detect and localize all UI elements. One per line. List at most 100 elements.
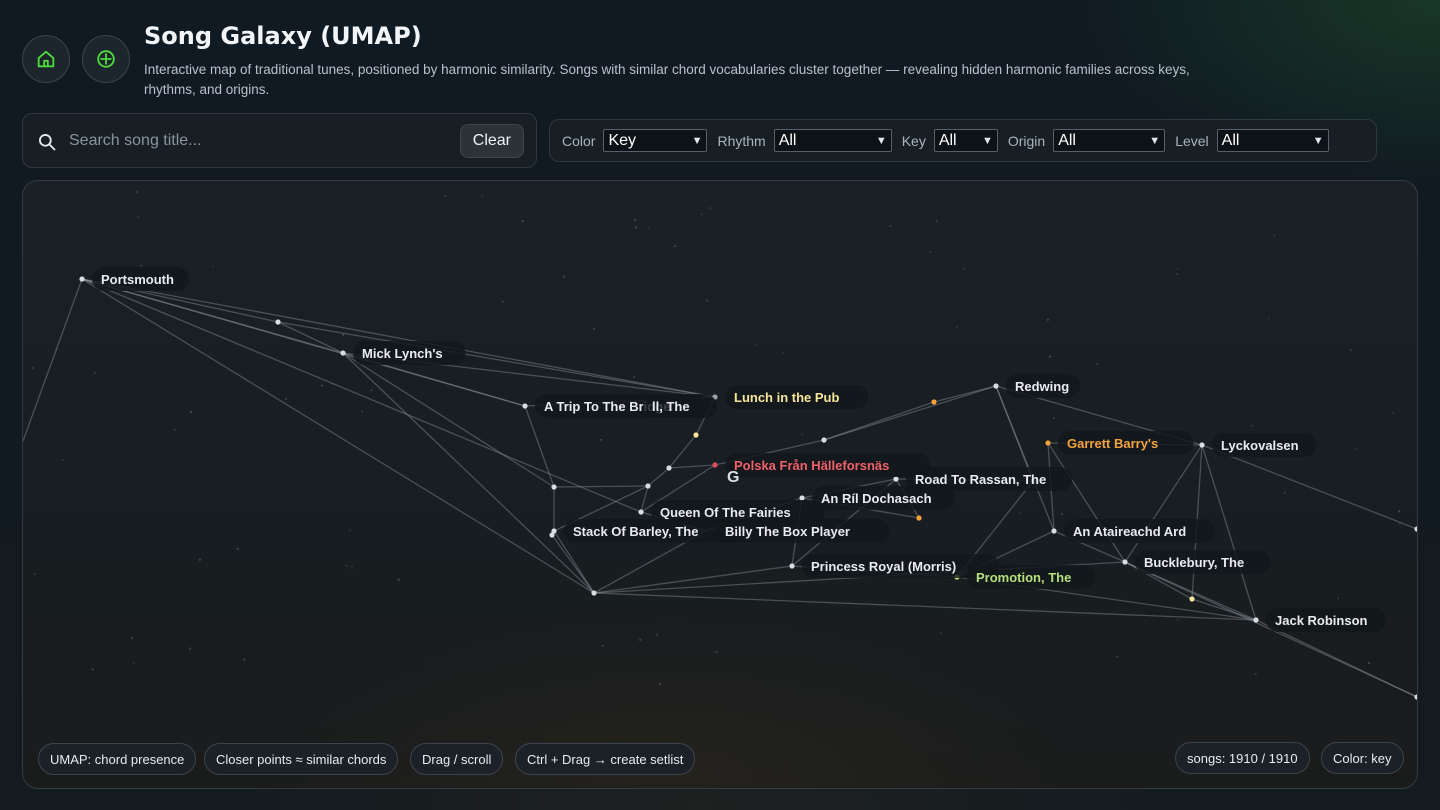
level-select-value: All [1221, 131, 1240, 149]
background-dot [601, 644, 604, 648]
level-select[interactable]: All ▼ [1216, 129, 1329, 152]
song-node[interactable] [789, 563, 795, 569]
song-node[interactable] [1189, 596, 1195, 602]
song-label[interactable]: Road To Rassan, The [906, 467, 1073, 491]
rhythm-select[interactable]: All ▼ [773, 129, 892, 152]
background-dot [1175, 272, 1179, 275]
song-label[interactable]: Billy The Box Player [716, 519, 890, 543]
similarity-edge [1124, 444, 1203, 563]
song-label-background [716, 519, 890, 543]
song-label[interactable]: Lunch in the Pub [725, 385, 869, 409]
background-dot [659, 682, 662, 685]
song-node[interactable] [712, 462, 718, 468]
similarity-edge [668, 434, 697, 469]
song-node[interactable] [275, 319, 281, 325]
song-node[interactable] [645, 483, 651, 489]
song-node[interactable] [551, 528, 557, 534]
song-node[interactable] [1253, 617, 1259, 623]
song-node[interactable] [993, 383, 999, 389]
song-label[interactable]: Promotion, The [967, 565, 1095, 589]
search-input[interactable] [69, 126, 459, 156]
background-dot [562, 275, 565, 278]
song-label[interactable]: Redwing [1006, 374, 1080, 398]
background-dot [755, 343, 758, 346]
song-label-text: Queen Of The Fairies [660, 505, 791, 520]
similarity-edge [1124, 561, 1193, 600]
song-node[interactable] [1045, 440, 1051, 446]
song-label-background [1212, 433, 1317, 457]
song-label[interactable]: Portsmouth [92, 267, 189, 291]
song-node[interactable] [551, 484, 557, 490]
song-label[interactable]: Mick Lynch's [353, 341, 466, 365]
color-mode-chip: Color: key [1321, 742, 1404, 774]
song-node[interactable] [638, 509, 644, 515]
song-label[interactable]: ll, The [643, 394, 717, 418]
song-label[interactable]: Garrett Barry's [1058, 431, 1194, 455]
song-label[interactable]: Stack Of Barley, The [564, 519, 738, 543]
background-dot [656, 633, 659, 636]
song-node[interactable] [79, 276, 85, 282]
background-dot [55, 348, 58, 351]
song-label[interactable]: Lyckovalsen [1212, 433, 1317, 457]
song-nodes [79, 276, 1418, 700]
home-button[interactable] [22, 35, 70, 83]
song-label[interactable]: Jack Robinson [1266, 608, 1387, 632]
song-node[interactable] [693, 432, 699, 438]
background-dot [173, 428, 176, 431]
similarity-edge [640, 485, 649, 513]
song-node[interactable] [799, 495, 805, 501]
song-label[interactable]: Princess Royal (Morris) [802, 554, 1000, 578]
song-node[interactable] [821, 437, 827, 443]
song-node[interactable] [1051, 528, 1057, 534]
song-label-background [802, 554, 1000, 578]
background-dot [350, 566, 354, 569]
song-label-text: An Ataireachd Ard [1073, 524, 1186, 539]
song-node[interactable] [916, 515, 922, 521]
song-label[interactable]: Queen Of The Fairies [651, 500, 825, 524]
song-node[interactable] [666, 465, 672, 471]
song-label-text: ll, The [652, 399, 690, 414]
background-dot [1273, 234, 1276, 237]
song-node[interactable] [893, 476, 899, 482]
song-label-text: Garrett Barry's [1067, 436, 1158, 451]
song-node[interactable] [1122, 559, 1128, 565]
song-node[interactable] [1199, 442, 1205, 448]
background-dot [673, 245, 677, 248]
song-label[interactable]: Polska Från Hälleforsnäs [725, 453, 930, 477]
similarity-edge [647, 467, 670, 487]
background-dot [132, 661, 135, 664]
song-label[interactable]: An Ríl Dochasach [812, 486, 956, 510]
level-filter-label: Level [1175, 132, 1209, 149]
color-select[interactable]: Key ▼ [603, 129, 708, 152]
song-label-text: Mick Lynch's [362, 346, 443, 361]
song-label[interactable]: Bucklebury, The [1135, 550, 1271, 574]
background-dot [1391, 411, 1395, 414]
recenter-button[interactable] [82, 35, 130, 83]
song-label[interactable]: An Ataireachd Ard [1064, 519, 1215, 543]
song-node[interactable] [591, 590, 597, 596]
key-select[interactable]: All ▼ [933, 129, 998, 152]
clear-button[interactable]: Clear [459, 124, 524, 158]
background-dot [211, 265, 214, 268]
similarity-edge [81, 278, 344, 354]
song-node[interactable] [522, 403, 528, 409]
background-dot [929, 250, 932, 253]
song-label-text: Promotion, The [976, 570, 1071, 585]
background-dot [236, 547, 239, 550]
similarity-hint-chip: Closer points ≈ similar chords [204, 743, 399, 775]
song-node[interactable] [549, 532, 555, 538]
similarity-edge [81, 278, 716, 398]
background-dot [140, 264, 143, 267]
song-node[interactable] [931, 399, 937, 405]
song-label-background [725, 453, 930, 477]
song-label-background [906, 467, 1073, 491]
song-label-text: A Trip To The Bridge [544, 399, 670, 414]
song-node[interactable] [340, 350, 346, 356]
song-label-text: Road To Rassan, The [915, 472, 1046, 487]
song-label-background [1006, 374, 1080, 398]
song-node[interactable] [1414, 526, 1418, 532]
song-node[interactable] [1414, 694, 1418, 700]
origin-select[interactable]: All ▼ [1053, 129, 1166, 152]
